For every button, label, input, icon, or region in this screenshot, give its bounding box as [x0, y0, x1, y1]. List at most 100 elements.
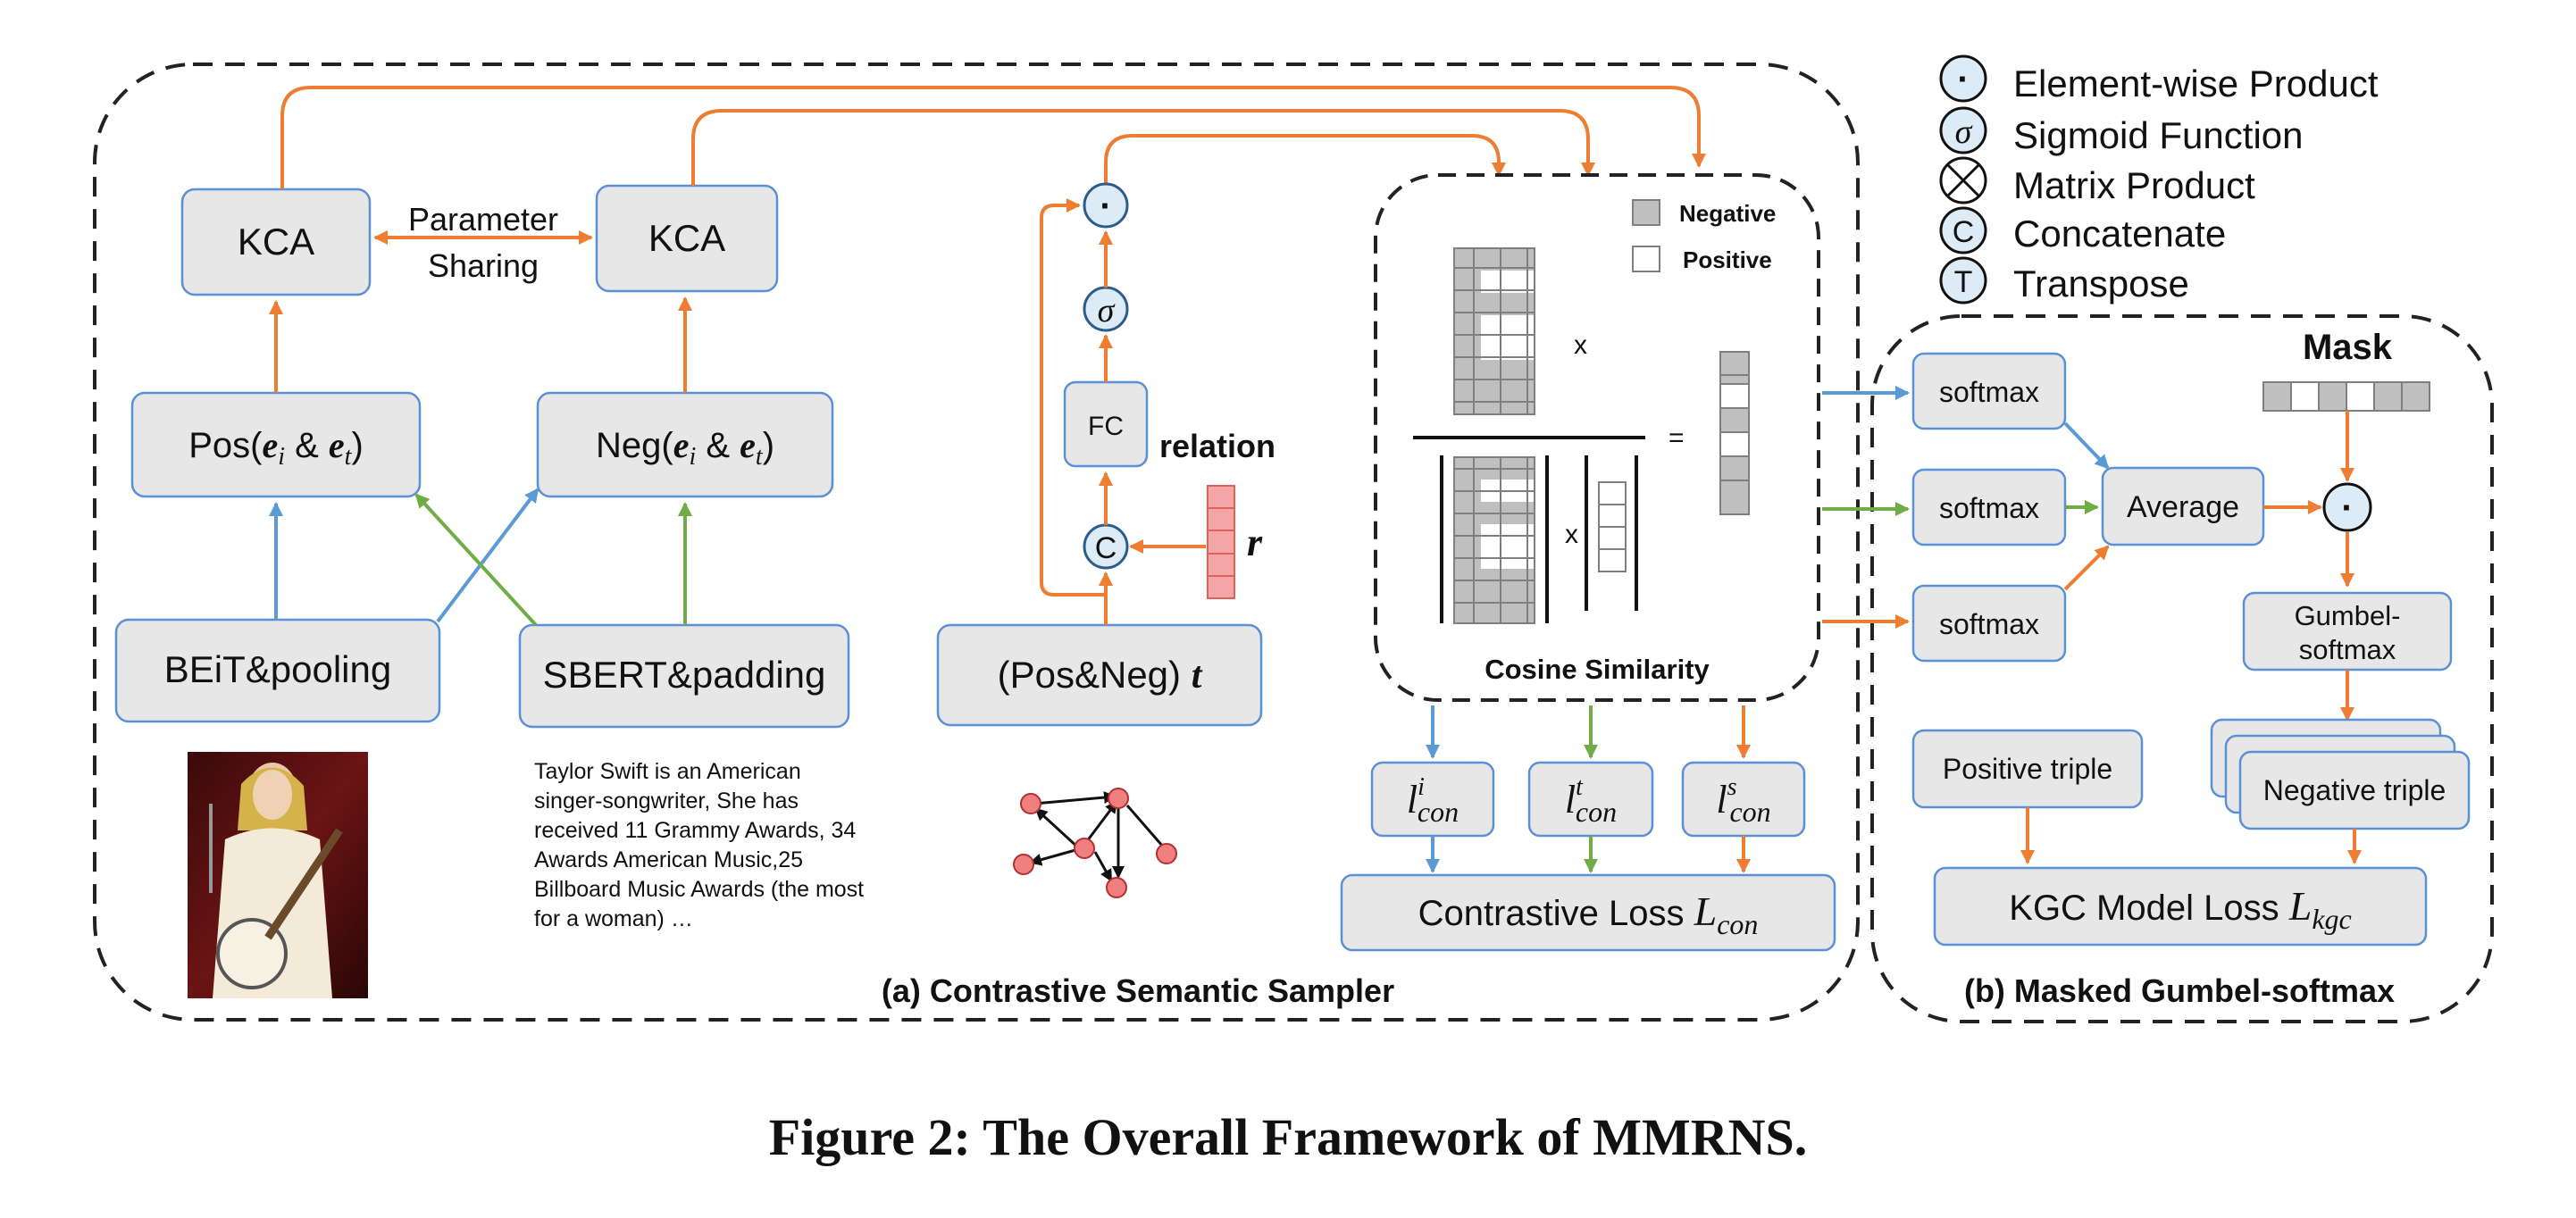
- pos-s2: t: [345, 443, 353, 471]
- neg-amp: &: [696, 426, 740, 465]
- mask-product-node: ·: [2322, 482, 2372, 532]
- beit-pooling-label: BEiT&pooling: [164, 648, 391, 690]
- svg-text:Neg(ei & et): Neg(ei & et): [596, 425, 774, 471]
- panel-b-title: (b) Masked Gumbel-softmax: [1964, 972, 2395, 1009]
- arrow-t-skip-to-dot: [1040, 198, 1106, 596]
- pos-amp: &: [285, 426, 329, 465]
- denominator-matrix: [1440, 455, 1549, 624]
- pos-post: ): [351, 426, 363, 465]
- fc-label: FC: [1088, 412, 1124, 441]
- neg-pre: Neg(: [596, 426, 673, 465]
- l-con-image-sup: i: [1418, 773, 1425, 801]
- kca-left-label: KCA: [238, 221, 314, 263]
- kca-right-box: KCA: [595, 184, 779, 293]
- posneg-t-text: (Pos&Neg): [998, 654, 1192, 696]
- positive-legend-swatch: [1632, 246, 1660, 272]
- legend-label-concatenate: Concatenate: [2013, 213, 2226, 254]
- l-con-image-sub: con: [1418, 796, 1459, 828]
- sbert-padding-box: SBERT&padding: [518, 623, 850, 729]
- legend-symbol-t: T: [1954, 265, 1973, 299]
- legend-label-sigmoid: Sigmoid Function: [2013, 114, 2304, 156]
- element-wise-product-symbol: ·: [1100, 187, 1111, 226]
- pos-e1: e: [262, 425, 278, 465]
- neg-e1: e: [673, 425, 690, 465]
- parameter-sharing-label-2: Sharing: [428, 247, 539, 284]
- negative-legend-label: Negative: [1679, 200, 1776, 227]
- neg-embedding-box: Neg(ei & et): [536, 391, 834, 498]
- arrow-kca-right-to-cosine: [691, 109, 1595, 186]
- element-wise-product-node: ·: [1083, 182, 1129, 229]
- softmax-label-1: softmax: [1939, 376, 2039, 408]
- positive-legend-label: Positive: [1683, 246, 1772, 273]
- legend-label-matrix-product: Matrix Product: [2013, 164, 2255, 206]
- gumbel-softmax-box: Gumbel- softmax: [2242, 591, 2453, 672]
- sbert-padding-label: SBERT&padding: [543, 654, 826, 696]
- legend-label-transpose: Transpose: [2013, 263, 2189, 304]
- contrastive-loss-sub: con: [1717, 908, 1758, 940]
- neg-post: ): [763, 426, 774, 465]
- neg-e2: e: [740, 425, 756, 465]
- l-con-structure-sup: s: [1727, 773, 1737, 801]
- denominator-times: x: [1565, 520, 1578, 549]
- knowledge-graph-icon: [1013, 788, 1177, 898]
- kgc-loss-text: KGC Model Loss: [2009, 888, 2288, 928]
- panel-a-border: [93, 63, 1860, 1022]
- concatenate-node: C: [1083, 523, 1129, 570]
- mask-label: Mask: [2303, 328, 2393, 367]
- cosine-similarity-box: [1374, 173, 1820, 702]
- numerator-matrix: [1453, 247, 1535, 415]
- arrow-sbert-to-pos: [414, 493, 538, 627]
- pos-embedding-box: Pos(ei & et): [130, 391, 422, 498]
- negative-legend-swatch: [1632, 199, 1660, 226]
- posneg-t-box: (Pos&Neg) t: [936, 623, 1263, 727]
- softmax-box-1: softmax: [1911, 352, 2067, 430]
- panel-a-title: (a) Contrastive Semantic Sampler: [882, 972, 1394, 1009]
- cosine-similarity-title: Cosine Similarity: [1485, 654, 1710, 685]
- relation-vector-r-label: r: [1247, 521, 1263, 564]
- pos-e2: e: [329, 425, 345, 465]
- neg-s2: t: [756, 443, 764, 471]
- legend-label-element-wise-product: Element-wise Product: [2013, 63, 2379, 104]
- arrow-softmax1-to-average: [2063, 421, 2110, 470]
- contrastive-loss-var: L: [1694, 888, 1718, 934]
- concatenate-symbol: C: [1095, 531, 1117, 565]
- contrastive-loss-box: Contrastive Loss Lcon: [1340, 873, 1836, 952]
- legend-symbol-c: C: [1953, 215, 1975, 249]
- kgc-loss-box: KGC Model Loss Lkgc: [1933, 866, 2428, 947]
- fc-box: FC: [1063, 380, 1149, 468]
- legend-item-concatenate: C Concatenate: [1939, 206, 2226, 254]
- denominator-vector: [1585, 455, 1638, 611]
- sigmoid-symbol: σ: [1098, 292, 1116, 330]
- similarity-result-vector: [1719, 351, 1750, 515]
- legend-symbol-sigma: σ: [1955, 113, 1973, 151]
- pos-pre: Pos(: [188, 426, 263, 465]
- relation-vector-r: [1207, 485, 1235, 599]
- gumbel-label-1: Gumbel-: [2295, 600, 2401, 631]
- kca-right-label: KCA: [648, 217, 725, 259]
- softmax-label-2: softmax: [1939, 492, 2039, 524]
- equals-sign: =: [1669, 423, 1685, 453]
- legend-item-matrix-product: Matrix Product: [1939, 156, 2255, 206]
- legend: · Element-wise Product σ Sigmoid Functio…: [1939, 54, 2379, 304]
- arrow-softmax3-to-average: [2063, 545, 2110, 591]
- numerator-times: x: [1574, 330, 1587, 360]
- figure-caption: Figure 2: The Overall Framework of MMRNS…: [768, 1108, 1808, 1166]
- softmax-box-3: softmax: [1911, 584, 2067, 663]
- negative-triple-stack: Negative triple: [2210, 718, 2471, 830]
- mask-vector: [2262, 381, 2430, 412]
- positive-triple-label: Positive triple: [1943, 753, 2112, 785]
- l-con-text-base: l: [1565, 778, 1576, 822]
- positive-triple-box: Positive triple: [1911, 729, 2144, 809]
- softmax-box-2: softmax: [1911, 468, 2067, 546]
- sigmoid-node: σ: [1083, 286, 1129, 332]
- average-label: Average: [2127, 490, 2239, 524]
- kgc-loss-sub: kgc: [2312, 903, 2351, 935]
- contrastive-loss-text: Contrastive Loss: [1418, 894, 1694, 933]
- l-con-image-base: l: [1407, 778, 1418, 822]
- svg-text:KGC Model Loss Lkgc: KGC Model Loss Lkgc: [2009, 883, 2351, 935]
- mask-product-symbol: ·: [2341, 488, 2353, 528]
